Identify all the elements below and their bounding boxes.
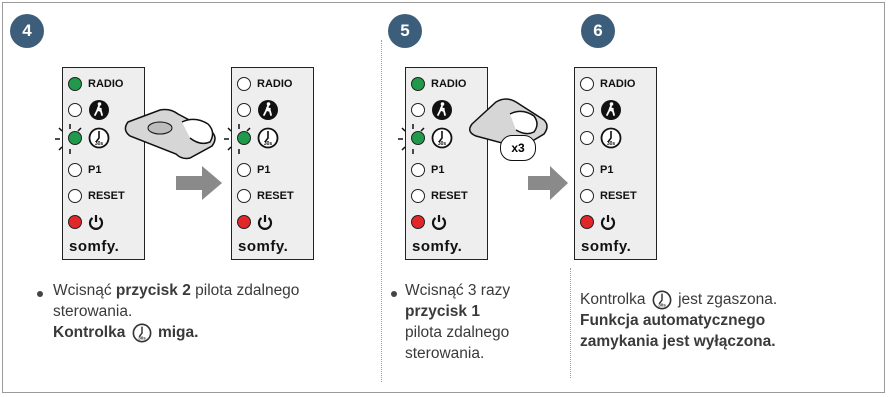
- pedestrian-led: [411, 103, 425, 117]
- svg-text:30s: 30s: [138, 335, 146, 340]
- bullet: [391, 291, 397, 297]
- brand-logo: somfy.: [69, 238, 120, 255]
- timer-led-blinking: [411, 131, 425, 145]
- radio-label: RADIO: [600, 78, 636, 90]
- reset-led: [237, 189, 251, 203]
- step-5-badge: 5: [388, 14, 422, 48]
- control-panel-step5: RADIO 30s P1 RESET somfy.: [398, 67, 488, 260]
- power-icon: [257, 215, 273, 230]
- timer-30s-icon: 30s: [431, 127, 453, 149]
- pedestrian-led: [237, 103, 251, 117]
- step4-prefix: Wcisnąć: [53, 282, 116, 299]
- step-4-badge: 4: [10, 14, 44, 48]
- radio-led: [237, 77, 251, 91]
- separator-1: [381, 40, 382, 382]
- step6-kontrolka: Kontrolka: [580, 291, 646, 308]
- step-5-text: Wcisnąć 3 razy przycisk 1 pilota zdalneg…: [405, 280, 565, 364]
- power-led: [237, 215, 251, 229]
- blink-rays: [224, 124, 251, 154]
- pedestrian-icon: [258, 100, 278, 120]
- reset-label: RESET: [88, 190, 125, 202]
- power-led: [68, 215, 82, 229]
- pedestrian-led: [68, 103, 82, 117]
- arrow-right-icon: [528, 166, 568, 200]
- remote-press-badge: x3: [500, 135, 536, 161]
- step6-bold2: zamykania jest wyłączona.: [580, 333, 776, 350]
- step-6-badge: 6: [581, 14, 615, 48]
- step-6-text: Kontrolka 30s jest zgaszona. Funkcja aut…: [580, 289, 880, 352]
- radio-label: RADIO: [431, 78, 467, 90]
- step4-miga: miga.: [157, 324, 199, 341]
- reset-led: [580, 189, 594, 203]
- brand-logo: somfy.: [238, 238, 289, 255]
- step5-line1: Wcisnąć 3 razy: [405, 282, 511, 299]
- timer-led-blinking: [237, 131, 251, 145]
- radio-label: RADIO: [257, 78, 293, 90]
- step4-rest: pilota zdalnego sterowania.: [53, 282, 300, 320]
- p1-led: [68, 163, 82, 177]
- pedestrian-led: [580, 103, 594, 117]
- brand-logo: somfy.: [412, 238, 463, 255]
- radio-led: [68, 77, 82, 91]
- p1-led: [411, 163, 425, 177]
- step6-zgaszona: jest zgaszona.: [678, 291, 778, 308]
- p1-label: P1: [431, 164, 445, 176]
- svg-text:30s: 30s: [438, 141, 447, 147]
- svg-text:30s: 30s: [95, 141, 104, 147]
- timer-30s-icon: 30s: [600, 127, 622, 149]
- p1-led: [237, 163, 251, 177]
- hand-remote-icon: [124, 108, 216, 160]
- step5-button-bold: przycisk 1: [405, 303, 480, 320]
- control-panel-step6: RADIO 30s P1 RESET somfy.: [574, 67, 657, 260]
- p1-label: P1: [88, 164, 102, 176]
- timer-30s-icon: 30s: [132, 323, 152, 343]
- timer-30s-icon: 30s: [88, 127, 110, 149]
- timer-30s-icon: 30s: [257, 127, 279, 149]
- brand-logo: somfy.: [581, 238, 632, 255]
- timer-30s-icon: 30s: [652, 290, 672, 310]
- step-4-text: Wcisnąć przycisk 2 pilota zdalnego stero…: [53, 280, 363, 343]
- reset-led: [411, 189, 425, 203]
- power-led: [580, 215, 594, 229]
- svg-text:30s: 30s: [264, 141, 273, 147]
- pedestrian-icon: [89, 100, 109, 120]
- step5-line4: sterowania.: [405, 345, 485, 362]
- reset-label: RESET: [600, 190, 637, 202]
- svg-text:30s: 30s: [658, 302, 666, 307]
- power-led: [411, 215, 425, 229]
- reset-label: RESET: [431, 190, 468, 202]
- power-icon: [431, 215, 447, 230]
- timer-led-off: [580, 131, 594, 145]
- radio-led: [580, 77, 594, 91]
- control-panel-step4-b: RADIO 30s P1 RESET somfy.: [224, 67, 314, 260]
- p1-led: [580, 163, 594, 177]
- radio-led: [411, 77, 425, 91]
- reset-label: RESET: [257, 190, 294, 202]
- radio-label: RADIO: [88, 78, 124, 90]
- pedestrian-icon: [432, 100, 452, 120]
- step6-bold1: Funkcja automatycznego: [580, 312, 766, 329]
- step4-button-bold: przycisk 2: [115, 282, 191, 299]
- power-icon: [88, 215, 104, 230]
- reset-led: [68, 189, 82, 203]
- step5-line3: pilota zdalnego: [405, 324, 510, 341]
- power-icon: [600, 215, 616, 230]
- bullet: [37, 291, 43, 297]
- timer-led-blinking: [68, 131, 82, 145]
- pedestrian-icon: [601, 100, 621, 120]
- control-panel-step4-a: RADIO 30s P1 RESET somfy.: [55, 67, 145, 260]
- arrow-right-icon: [176, 166, 222, 200]
- blink-rays: [55, 124, 82, 154]
- p1-label: P1: [257, 164, 271, 176]
- step4-kontrolka: Kontrolka: [53, 324, 126, 341]
- p1-label: P1: [600, 164, 614, 176]
- separator-2: [570, 268, 571, 378]
- svg-text:30s: 30s: [607, 141, 616, 147]
- blink-rays: [398, 124, 425, 154]
